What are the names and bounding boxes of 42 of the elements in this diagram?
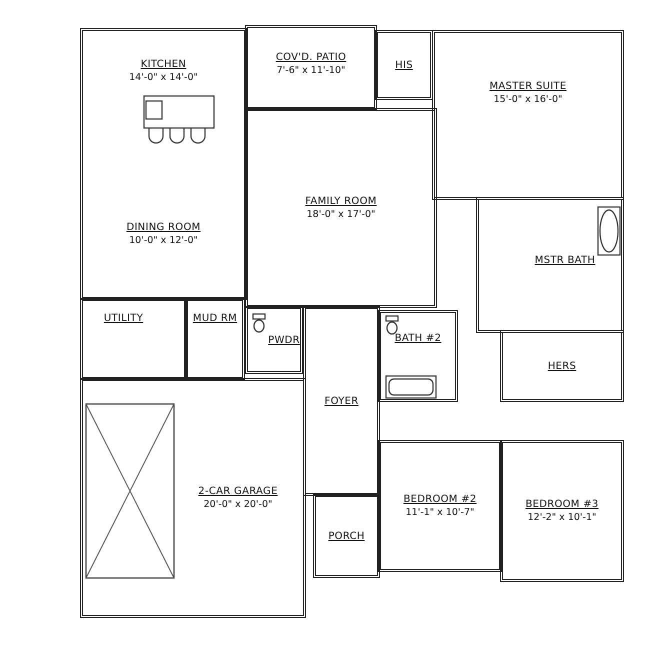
room-name: BEDROOM #3 (525, 499, 599, 510)
room (378, 440, 502, 572)
room-name: PORCH (328, 530, 365, 542)
room-name: HIS (395, 60, 413, 70)
room (185, 298, 245, 380)
room (476, 197, 624, 333)
room-dimensions: 10'-0" x 12'-0" (129, 234, 198, 246)
room-dimensions: 20'-0" x 20'-0" (204, 499, 272, 510)
room-name: BEDROOM #2 (403, 494, 477, 505)
room-dimensions: 12'-2" x 10'-1" (528, 512, 596, 523)
room-name: FOYER (324, 396, 358, 406)
room-name: BATH #2 (394, 333, 442, 344)
room (500, 330, 624, 402)
room-name: KITCHEN (140, 59, 186, 70)
room (245, 306, 303, 374)
room-dimensions: 11'-1" x 10'-7" (406, 507, 474, 518)
room (500, 440, 624, 582)
room (432, 30, 624, 200)
room-name: PWDR (268, 334, 300, 346)
room (245, 108, 437, 308)
room (80, 378, 306, 618)
room-name: DINING ROOM (126, 222, 201, 232)
room-name: FAMILY ROOM (305, 196, 377, 207)
room-name: MASTER SUITE (489, 81, 566, 92)
room (378, 310, 458, 402)
room (245, 25, 377, 110)
room-dimensions: 14'-0" x 14'-0" (129, 72, 198, 83)
room-name: 2-CAR GARAGE (198, 486, 278, 497)
room-name: COV'D. PATIO (276, 52, 346, 63)
room (375, 30, 433, 100)
room-name: UTILITY (104, 313, 144, 324)
room-dimensions: 7'-6" x 11'-10" (276, 65, 346, 76)
room (80, 28, 247, 152)
room-dimensions: 15'-0" x 16'-0" (494, 94, 562, 105)
room-name: HERS (548, 360, 576, 372)
room-dimensions: 18'-0" x 17'-0" (306, 209, 376, 220)
room-name: MUD RM (192, 313, 238, 324)
room (80, 150, 247, 300)
room (80, 298, 187, 380)
room-name: MSTR BATH (534, 254, 596, 266)
room (313, 494, 380, 578)
room (303, 306, 380, 496)
